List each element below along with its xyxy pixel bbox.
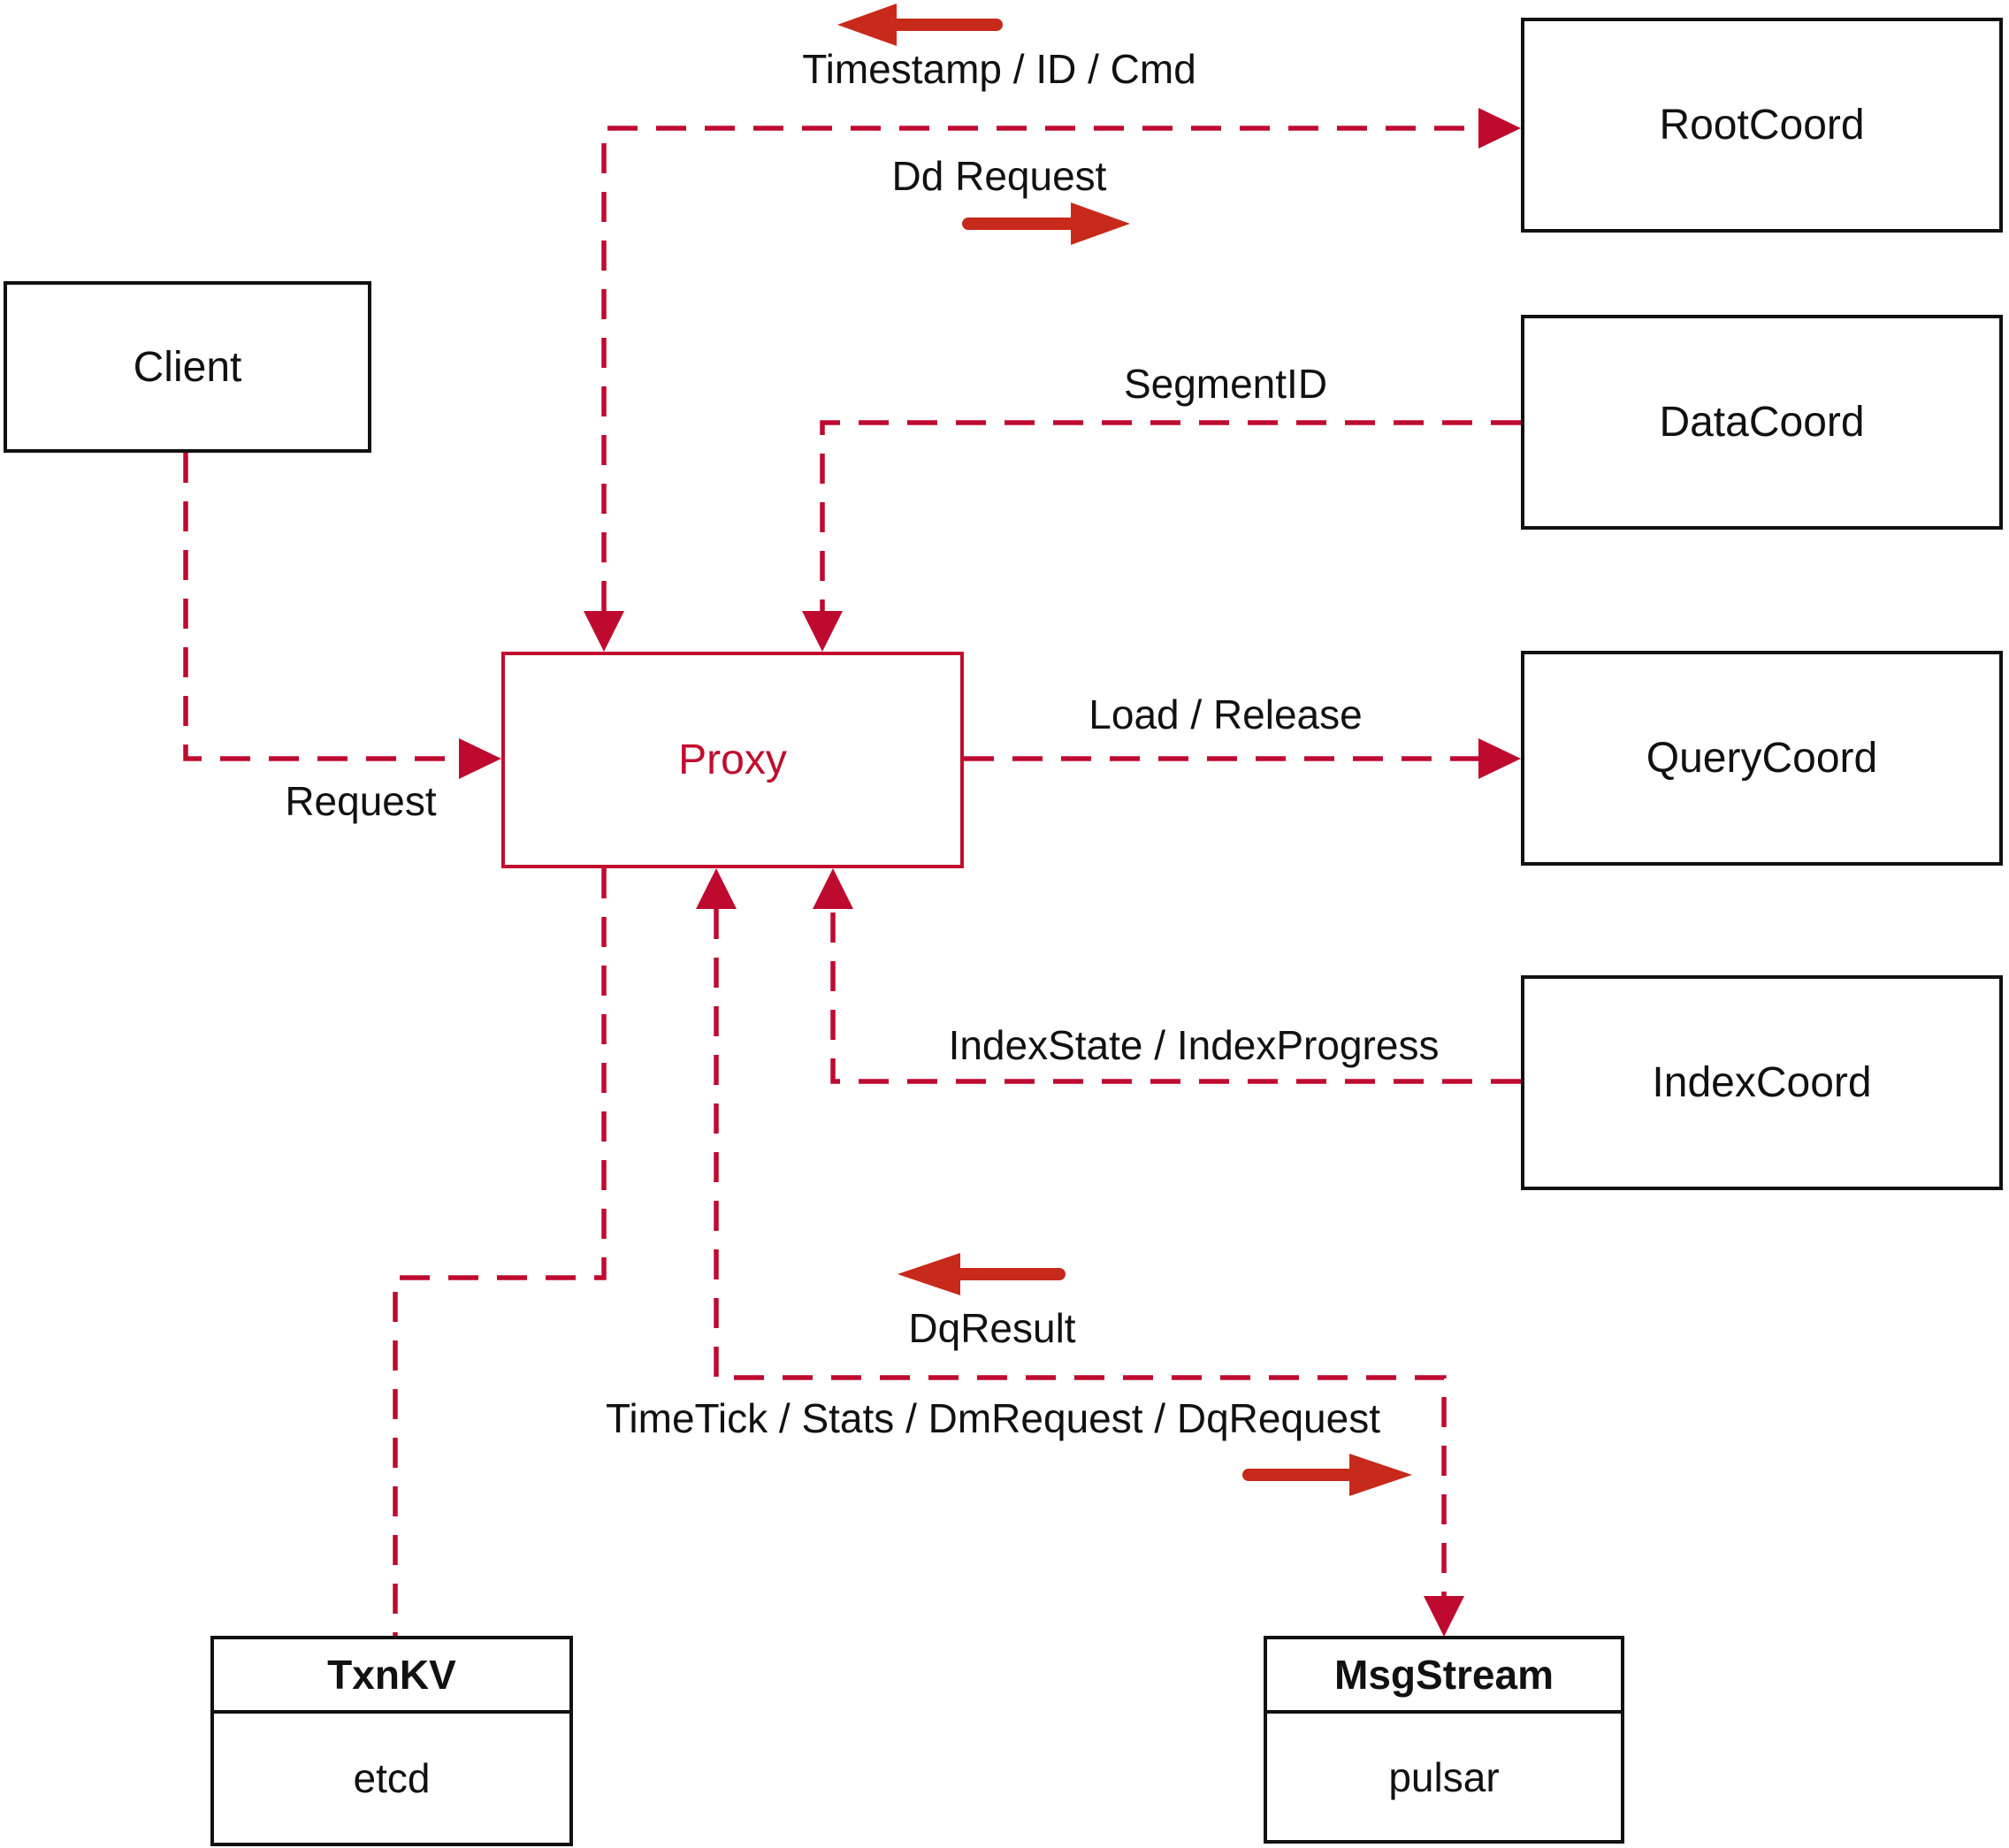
edge-label-index-state-progress: IndexState / IndexProgress [948,1022,1440,1068]
arrowhead-into-proxy-left-icon [459,738,501,779]
node-msgstream-implementation: pulsar [1388,1753,1500,1800]
edge-datacoord-to-proxy [820,420,1521,611]
node-msgstream: MsgStream pulsar [1264,1636,1624,1844]
arrowhead-into-proxy-bottom-right-icon [813,868,853,909]
node-querycoord-label: QueryCoord [1646,735,1878,782]
edge-indexcoord-to-proxy [830,909,1521,1084]
node-rootcoord-label: RootCoord [1659,102,1865,149]
edge-label-request: Request [285,778,437,824]
edge-proxy-to-txnkv [393,868,607,1636]
node-indexcoord: IndexCoord [1521,975,2003,1190]
edge-label-dd-request: Dd Request [891,153,1107,199]
arrowhead-into-proxy-top-left-icon [584,611,624,652]
arrowhead-into-msgstream-icon [1424,1596,1464,1637]
edge-label-load-release: Load / Release [1089,691,1363,737]
edge-proxy-rootcoord [601,126,1482,611]
node-datacoord-label: DataCoord [1659,399,1865,446]
arrowhead-into-proxy-top-right-icon [802,611,843,652]
node-txnkv-implementation: etcd [353,1755,431,1801]
edge-label-dq-result: DqResult [908,1305,1076,1351]
node-client: Client [4,281,371,453]
node-msgstream-title: MsgStream [1267,1639,1621,1714]
node-client-label: Client [133,343,242,391]
node-txnkv: TxnKV etcd [210,1636,573,1846]
direction-arrowhead-right-timetick-icon [1349,1454,1412,1496]
node-proxy-label: Proxy [678,737,787,783]
node-querycoord: QueryCoord [1521,651,2003,866]
direction-arrowhead-right-ddrequest-icon [1071,202,1130,245]
node-datacoord: DataCoord [1521,315,2003,530]
edge-label-segment-id: SegmentID [1123,361,1328,407]
direction-arrowhead-left-dqresult-icon [898,1253,960,1295]
node-indexcoord-label: IndexCoord [1652,1059,1872,1106]
edge-proxy-msgstream [714,909,1447,1596]
direction-arrowhead-left-timestamp-icon [837,4,897,46]
node-txnkv-title: TxnKV [214,1639,569,1714]
edge-label-timestamp-id-cmd: Timestamp / ID / Cmd [802,46,1196,92]
edge-label-timetick-stats: TimeTick / Stats / DmRequest / DqRequest [606,1395,1380,1441]
arrowhead-into-querycoord-icon [1478,738,1521,779]
arrowhead-into-rootcoord-icon [1478,108,1521,149]
node-rootcoord: RootCoord [1521,18,2003,233]
edge-client-to-proxy [183,453,462,761]
node-proxy: Proxy [501,652,964,868]
arrowhead-into-proxy-bottom-left-icon [696,868,737,909]
